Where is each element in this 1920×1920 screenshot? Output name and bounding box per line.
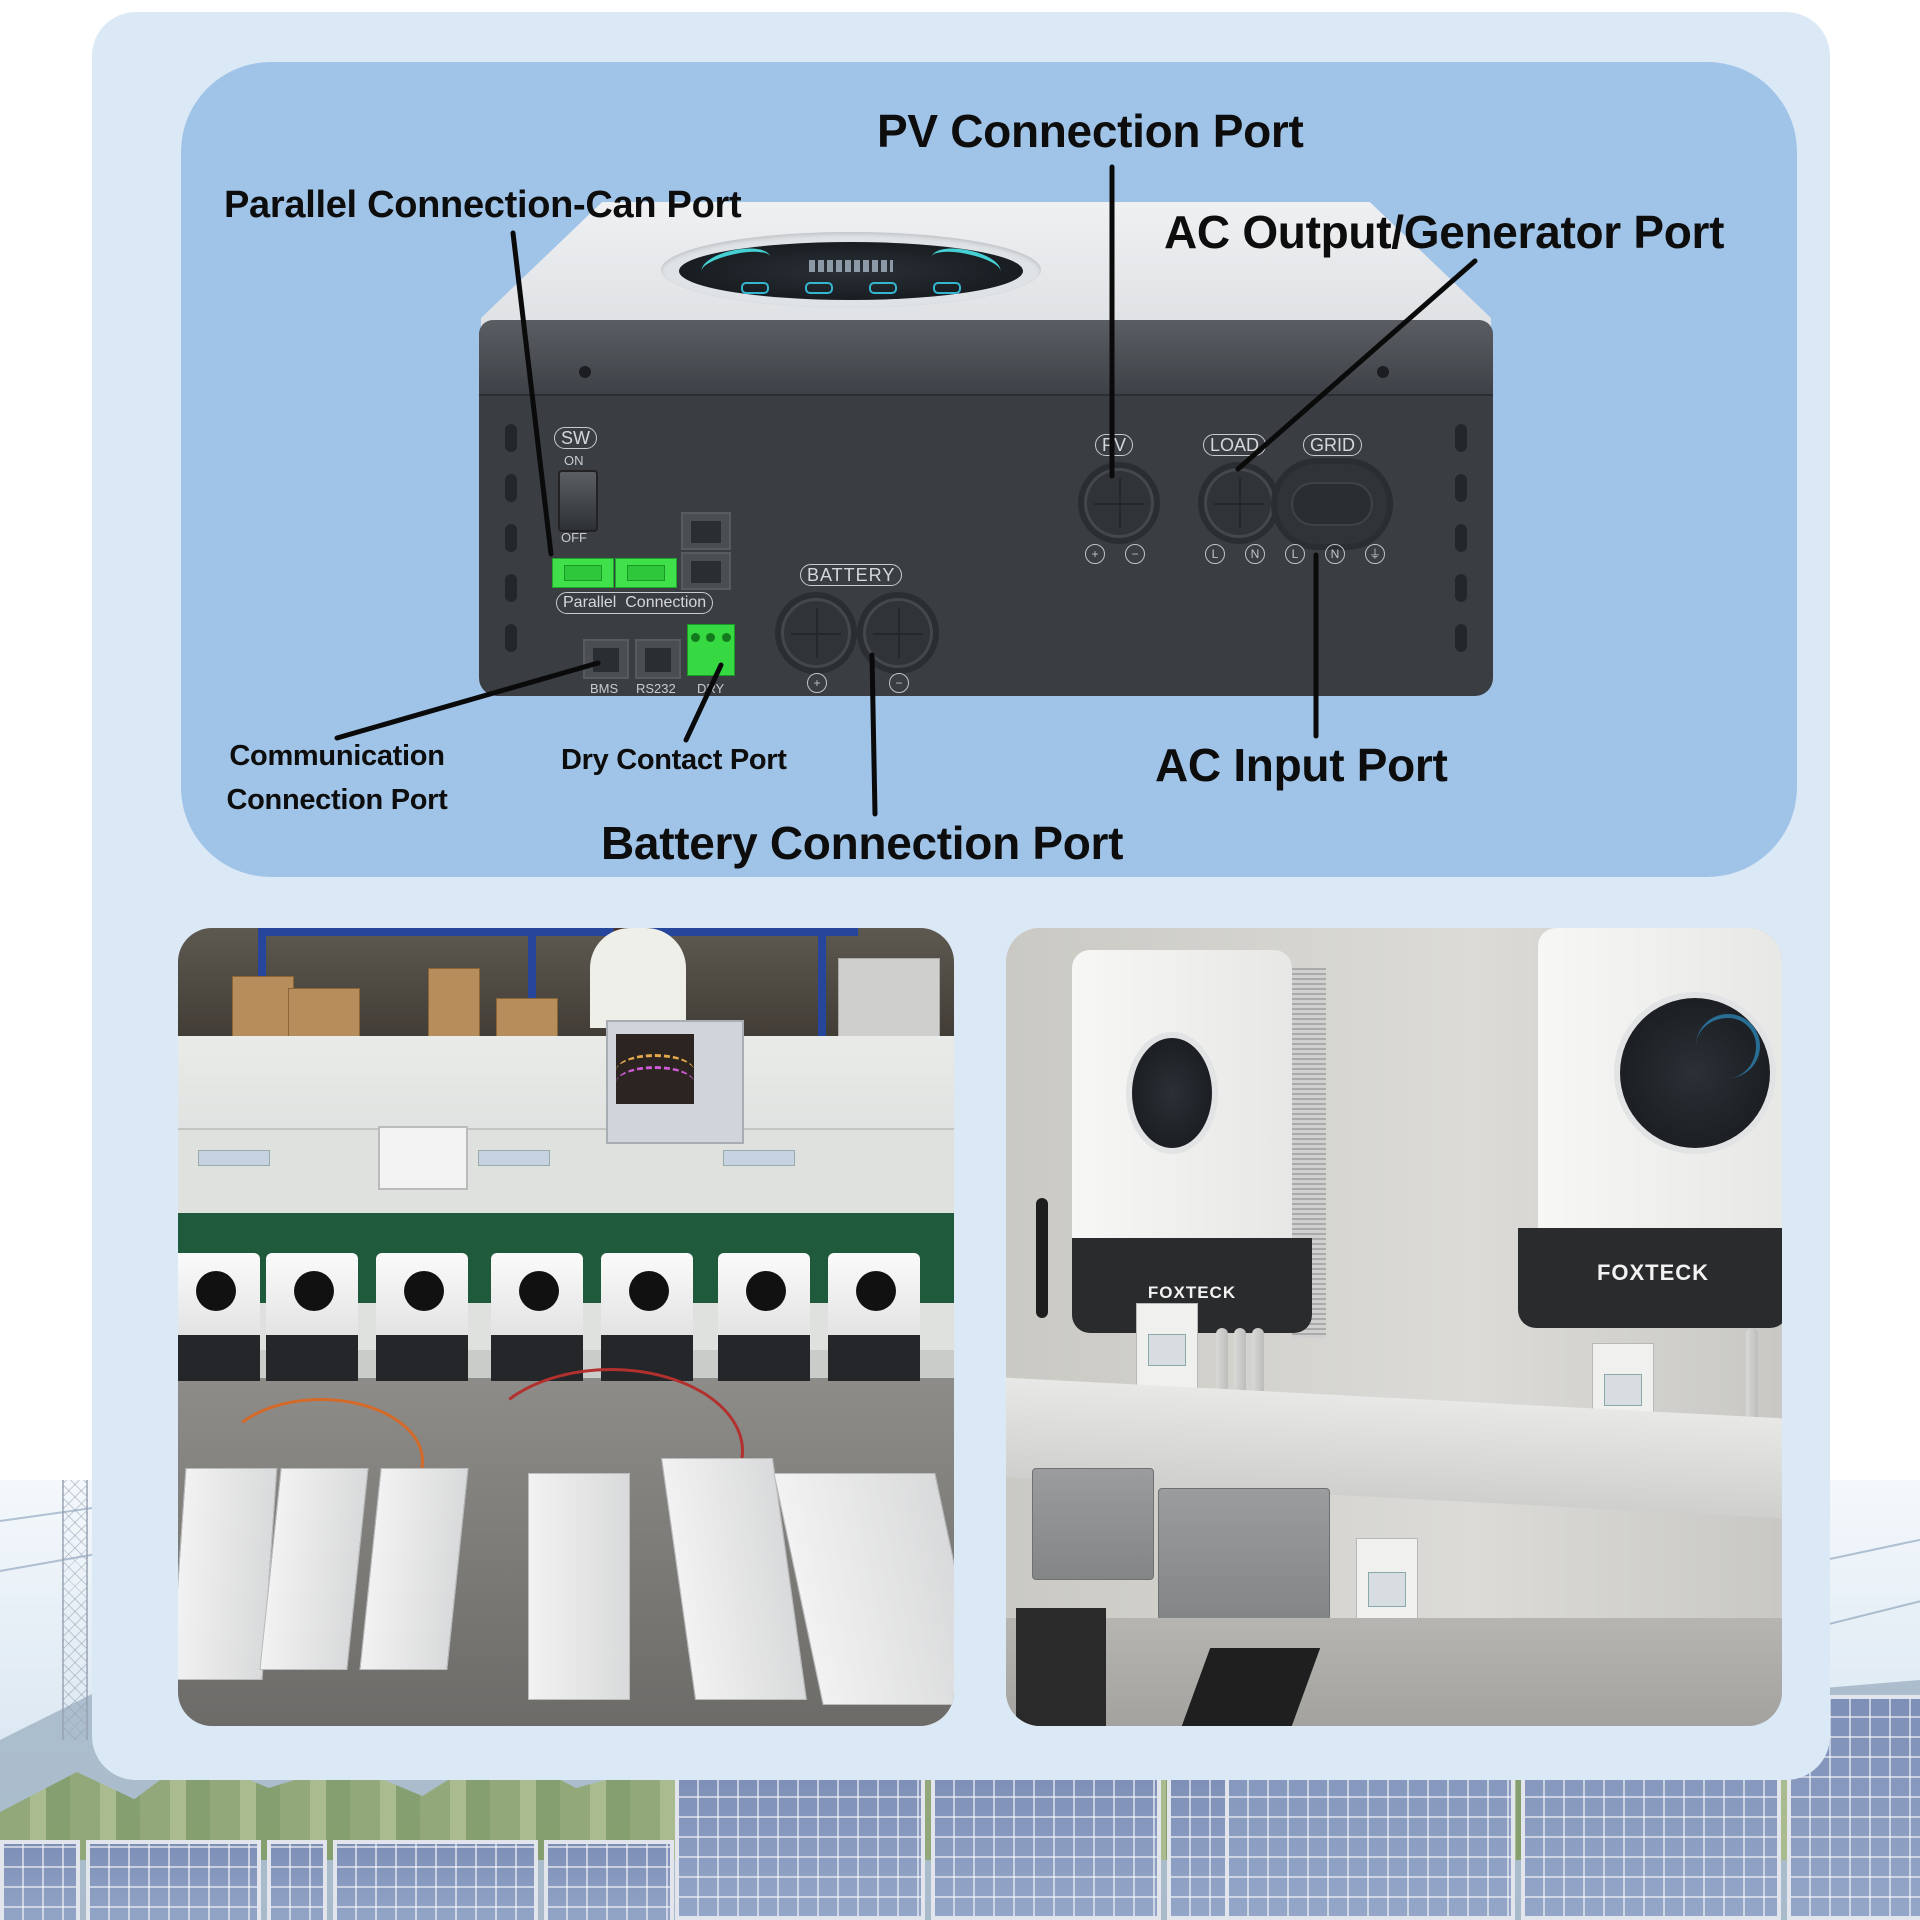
storage-shelf: [178, 928, 954, 1048]
vent-slot: [505, 524, 517, 552]
factory-test-photo: [178, 928, 954, 1726]
lcd-display: [679, 242, 1023, 300]
brand-label: FOXTECK: [1596, 1260, 1710, 1285]
callout-dry-contact-port: Dry Contact Port: [561, 744, 787, 776]
orange-cable: [218, 1398, 424, 1524]
grid-ground-symbol: ⏚: [1365, 544, 1385, 564]
inverter-unit: [718, 1253, 810, 1381]
oscilloscope: [606, 1020, 744, 1144]
display-button: [869, 282, 897, 294]
parallel-rj45-bottom: [681, 552, 731, 590]
battery-positive-symbol: +: [807, 673, 827, 693]
wall-installation-photo: FOXTECK FOXTECK: [1006, 928, 1782, 1726]
inverter-unit: [178, 1253, 260, 1381]
callout-battery-connection-port: Battery Connection Port: [601, 817, 1124, 869]
inverter-unit: [266, 1253, 358, 1381]
load-n-symbol: N: [1245, 544, 1265, 564]
antenna: [1036, 1198, 1048, 1318]
red-cable: [478, 1368, 744, 1534]
inverter-unit: [828, 1253, 920, 1381]
vent-slot: [1455, 524, 1467, 552]
oscilloscope-screen: [616, 1034, 694, 1104]
vent-slot: [1455, 624, 1467, 652]
on-label: ON: [564, 453, 584, 468]
parallel-rj45-top: [681, 512, 731, 550]
parallel-can-terminal-2: [615, 558, 677, 588]
callout-parallel-can-port: Parallel Connection-Can Port: [224, 184, 742, 226]
grid-l-symbol: L: [1285, 544, 1305, 564]
callout-ac-output-generator-port: AC Output/Generator Port: [1164, 206, 1725, 258]
pv-positive-symbol: +: [1085, 544, 1105, 564]
pv-negative-symbol: −: [1125, 544, 1145, 564]
display-button: [933, 282, 961, 294]
load-gland: [1204, 468, 1274, 538]
floor-battery: [1016, 1608, 1106, 1726]
display-readout: [809, 260, 893, 272]
load-panel-label: LOAD: [1203, 434, 1267, 456]
wall-inverter-1-display: [1132, 1038, 1212, 1148]
pv-gland: [1084, 468, 1154, 538]
display-button: [805, 282, 833, 294]
parallel-can-terminal-1: [552, 558, 614, 588]
grid-panel-label: GRID: [1303, 434, 1362, 456]
vent-slot: [1455, 474, 1467, 502]
wall-inverter-2-display: [1620, 998, 1770, 1148]
callout-ac-input-port: AC Input Port: [1155, 739, 1448, 791]
off-label: OFF: [561, 530, 587, 545]
dry-label: DRY: [697, 681, 725, 696]
vent-slot: [1455, 574, 1467, 602]
callout-pv-connection-port: PV Connection Port: [877, 105, 1304, 157]
battery-negative-symbol: −: [889, 673, 909, 693]
rs232-port: [635, 639, 681, 679]
inverter-unit: [491, 1253, 583, 1381]
vent-slot: [505, 474, 517, 502]
grid-gland: [1277, 464, 1387, 544]
wall-inverter-2-base: FOXTECK: [1518, 1228, 1782, 1328]
technician: [590, 928, 686, 1028]
bms-label: BMS: [590, 681, 619, 696]
inverter-lid: [479, 320, 1493, 396]
dry-contact-terminal: [687, 624, 735, 676]
inverter-unit: [376, 1253, 468, 1381]
parallel-connection-label: Parallel Connection: [556, 592, 714, 614]
grid-n-symbol: N: [1325, 544, 1345, 564]
pv-panel-label: PV: [1095, 434, 1134, 456]
inverter-unit: [601, 1253, 693, 1381]
callout-communication-port: Communication Connection Port: [210, 734, 464, 822]
rs232-label: RS232: [636, 681, 676, 696]
pylon: [62, 1480, 88, 1740]
battery-positive-gland: [781, 598, 851, 668]
junction-box: [1032, 1468, 1154, 1580]
screw: [1377, 366, 1389, 378]
solar-panel-row: [0, 1840, 674, 1920]
callout-communication-line1: Communication: [229, 740, 445, 772]
battery-unit: [528, 1473, 630, 1700]
vent-slot: [505, 574, 517, 602]
bms-port: [583, 639, 629, 679]
solar-panel-row: [675, 1770, 1307, 1920]
junction-box: [1158, 1488, 1330, 1620]
screw: [579, 366, 591, 378]
battery-negative-gland: [863, 598, 933, 668]
power-switch[interactable]: [558, 470, 598, 532]
load-l-symbol: L: [1205, 544, 1225, 564]
vent-slot: [505, 424, 517, 452]
port-diagram-card: SW ON OFF Parallel Connection BMS RS232 …: [181, 62, 1797, 877]
vent-slot: [1455, 424, 1467, 452]
battery-panel-label: BATTERY: [800, 564, 903, 586]
lower-wall: [1006, 1618, 1782, 1726]
vent-slot: [505, 624, 517, 652]
display-button: [741, 282, 769, 294]
callout-communication-line2: Connection Port: [226, 784, 448, 816]
brand-label: FOXTECK: [1147, 1283, 1237, 1302]
sw-label: SW: [554, 427, 597, 449]
